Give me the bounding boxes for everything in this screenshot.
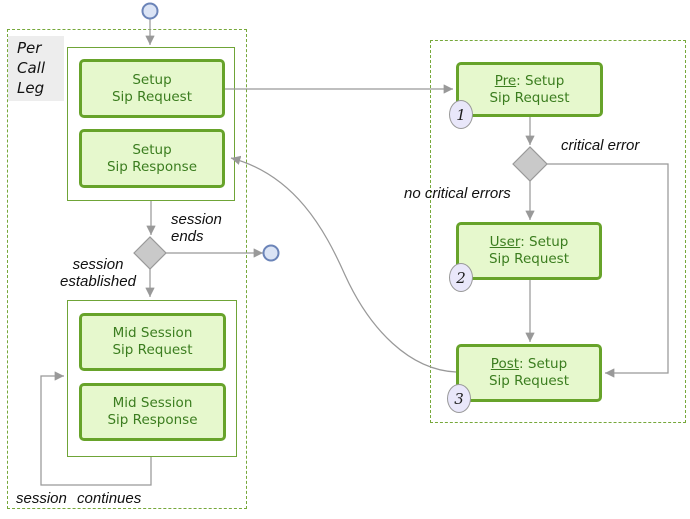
setup-sip-request-box: Setup Sip Request — [79, 59, 225, 118]
mid-session-sip-response-line2: Sip Response — [107, 412, 198, 428]
post-setup-sip-request-box: Post: Setup Sip Request — [456, 344, 602, 402]
critical-error-label: critical error — [561, 137, 640, 154]
setup-sip-request-line2: Sip Request — [111, 88, 193, 105]
pre-setup-line2: Sip Request — [489, 89, 570, 106]
step-3-badge: 3 — [447, 384, 471, 413]
session-ends-line2: ends — [171, 228, 204, 245]
post-setup-line2: Sip Request — [488, 373, 570, 389]
setup-sip-response-line1: Setup — [132, 141, 172, 158]
user-rest: : Setup — [520, 234, 569, 250]
mid-session-sip-request-line2: Sip Request — [112, 342, 193, 358]
mid-session-sip-request-box: Mid Session Sip Request — [79, 313, 226, 371]
per-call-leg-label: Per Call Leg — [8, 36, 64, 101]
post-setup-line1: Post: Setup — [491, 356, 567, 373]
user-setup-line1: User: Setup — [490, 234, 569, 251]
session-ends-label: session ends — [171, 211, 222, 245]
mid-session-sip-request-line1: Mid Session — [112, 325, 193, 341]
session-established-label: session established — [52, 256, 144, 290]
per-call-leg-line3: Leg — [17, 79, 45, 97]
setup-sip-response-box: Setup Sip Response — [79, 129, 225, 188]
user-setup-line2: Sip Request — [488, 251, 570, 267]
per-call-leg-line1: Per — [17, 39, 42, 57]
mid-session-sip-response-line1: Mid Session — [112, 395, 193, 411]
step-2-badge: 2 — [449, 263, 473, 292]
session-ends-line1: session — [171, 211, 222, 228]
pre-label: Pre — [494, 72, 517, 89]
user-setup-sip-request-box: User: Setup Sip Request — [456, 222, 602, 280]
setup-sip-response-line2: Sip Response — [106, 158, 198, 175]
pre-setup-line1: Pre: Setup — [495, 73, 565, 90]
setup-sip-request-line1: Setup — [132, 71, 172, 88]
step-1-badge: 1 — [449, 100, 473, 129]
session-established-line1: session — [72, 256, 124, 273]
no-critical-errors-label: no critical errors — [404, 185, 511, 202]
session-continues-label: session continues — [16, 490, 142, 507]
user-label: User — [489, 234, 521, 250]
session-established-line2: established — [60, 273, 136, 290]
mid-session-sip-response-box: Mid Session Sip Response — [79, 383, 226, 441]
pre-setup-sip-request-box: Pre: Setup Sip Request — [456, 62, 603, 117]
end-node — [262, 244, 280, 262]
start-node — [141, 2, 159, 20]
setup-group — [67, 47, 235, 201]
post-rest: : Setup — [519, 356, 568, 372]
post-label: Post — [490, 356, 520, 372]
per-call-leg-line2: Call — [17, 59, 46, 77]
pre-rest: : Setup — [516, 72, 565, 89]
